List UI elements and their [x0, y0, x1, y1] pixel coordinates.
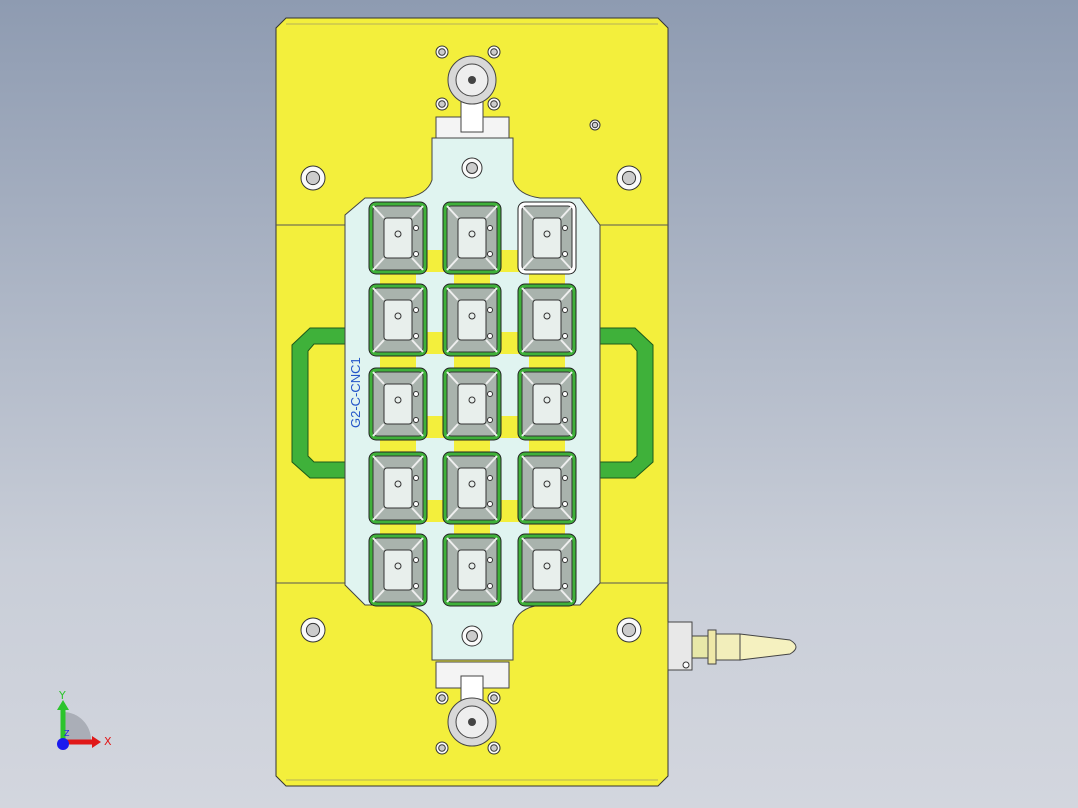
mounting-hole	[616, 617, 642, 643]
pocket[interactable]	[442, 367, 502, 441]
pocket[interactable]	[517, 283, 577, 357]
mounting-hole	[461, 157, 483, 179]
pocket[interactable]	[442, 451, 502, 525]
mounting-hole	[435, 691, 449, 705]
pocket[interactable]	[517, 201, 577, 275]
pocket[interactable]	[368, 201, 428, 275]
pocket[interactable]	[517, 367, 577, 441]
pocket[interactable]	[517, 451, 577, 525]
air-fitting[interactable]	[667, 621, 797, 671]
mounting-hole	[461, 625, 483, 647]
pocket[interactable]	[442, 533, 502, 607]
axis-triad: Y X Z	[57, 689, 112, 750]
mounting-hole	[435, 45, 449, 59]
pocket[interactable]	[368, 367, 428, 441]
mounting-holes	[300, 45, 642, 755]
clamp-bottom[interactable]	[435, 661, 510, 747]
pocket[interactable]	[442, 201, 502, 275]
pocket[interactable]	[442, 283, 502, 357]
z-axis-label: Z	[64, 729, 70, 738]
mounting-hole	[300, 617, 326, 643]
pocket[interactable]	[368, 533, 428, 607]
mounting-hole	[616, 165, 642, 191]
mounting-hole	[487, 741, 501, 755]
x-axis-arrowhead	[92, 736, 101, 748]
mounting-hole	[435, 97, 449, 111]
pocket[interactable]	[368, 451, 428, 525]
x-axis-label: X	[104, 735, 112, 748]
mounting-hole	[589, 119, 601, 131]
mounting-hole	[487, 691, 501, 705]
clamp-top[interactable]	[435, 55, 510, 139]
mounting-hole	[487, 97, 501, 111]
z-axis-dot	[57, 738, 69, 750]
y-axis-arrowhead	[57, 700, 69, 710]
mounting-hole	[300, 165, 326, 191]
mounting-hole	[435, 741, 449, 755]
pocket[interactable]	[517, 533, 577, 607]
engraving-text: G2-C-CNC1	[348, 357, 363, 428]
pocket[interactable]	[368, 283, 428, 357]
tray: G2-C-CNC1	[344, 137, 601, 661]
y-axis-label: Y	[58, 689, 66, 702]
mounting-hole	[487, 45, 501, 59]
